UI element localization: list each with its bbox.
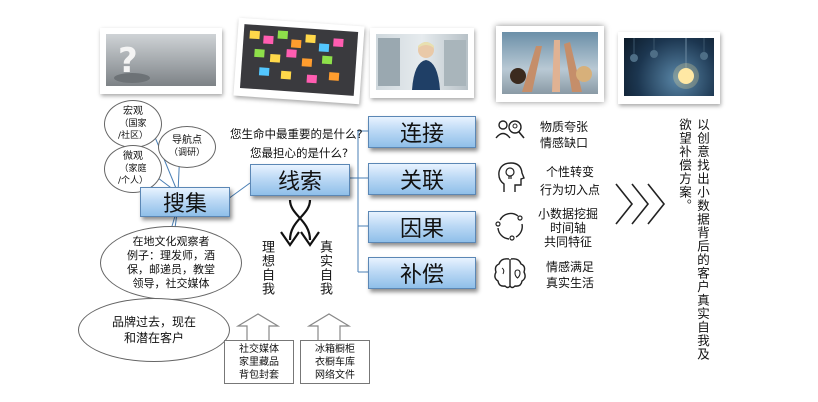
brand-ellipse: 品牌过去，现在 和潜在客户 — [78, 298, 230, 362]
conclusion-line-1: 以创意找出小数据背后的客户真实自我及 — [695, 118, 710, 361]
svg-text:?: ? — [118, 41, 138, 81]
step-cause-desc: 小数据挖掘 时间轴 共同特征 — [538, 207, 599, 249]
nav-point-ellipse: 导航点 （调研） — [158, 126, 216, 168]
team-high-five-photo — [496, 26, 604, 102]
step-connect-box: 连接 — [368, 116, 476, 148]
step-cause-box: 因果 — [368, 211, 476, 243]
head-lightbulb-icon — [496, 160, 526, 194]
macro-ellipse: 宏观 （国家 /社区） — [104, 100, 162, 148]
step-connect-desc: 物质夸张 情感缺口 — [540, 120, 589, 150]
question-most-worried: 您最担心的是什么? — [250, 146, 349, 160]
people-search-icon — [494, 116, 526, 146]
lightbulb-photo — [618, 32, 720, 104]
question-most-important: 您生命中最重要的是什么? — [230, 127, 363, 141]
step-compensate-box: 补偿 — [368, 257, 476, 289]
question-mark-photo: ? — [100, 28, 222, 94]
ideal-self-sources: 社交媒体 家里藏品 背包封套 — [224, 340, 294, 384]
real-self-label: 真实自我 — [317, 240, 332, 296]
conclusion-line-2: 欲望补偿方案。 — [677, 118, 692, 213]
observer-ellipse: 在地文化观察者 例子：理发师，酒 保，邮递员，教堂 领导，社交媒体 — [100, 226, 242, 300]
woman-thinking-photo — [370, 28, 474, 98]
clue-box: 线索 — [250, 164, 350, 196]
chevron-right-icon — [615, 183, 666, 225]
brain-heart-icon — [492, 256, 528, 290]
step-compensate-desc: 情感满足 真实生活 — [546, 260, 595, 290]
sticky-notes-photo — [233, 17, 365, 105]
real-self-sources: 冰箱橱柜 衣橱车库 网络文件 — [300, 340, 370, 384]
micro-ellipse: 微观 （家庭 /个人） — [104, 145, 162, 193]
ideal-self-label: 理想自我 — [259, 240, 274, 296]
cycle-arrows-icon — [494, 210, 526, 242]
step-relate-box: 关联 — [368, 163, 476, 195]
collect-box: 搜集 — [140, 187, 230, 217]
step-relate-desc: 个性转变 行为切入点 — [540, 165, 601, 197]
